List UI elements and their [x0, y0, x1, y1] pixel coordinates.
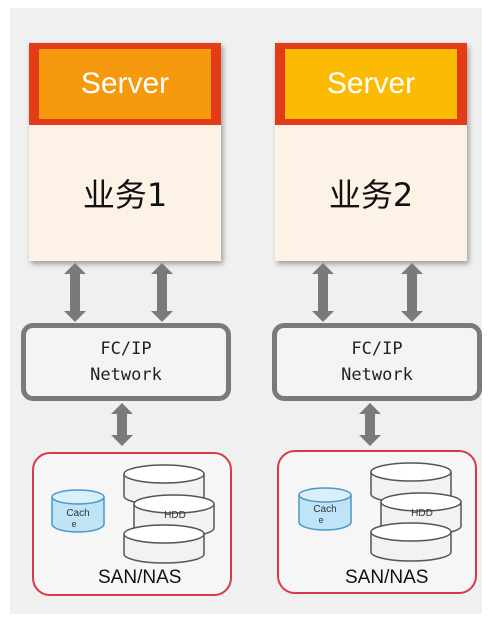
cache-icon	[51, 489, 105, 533]
service-label-2: 业务2	[328, 176, 414, 214]
hdd-icon	[370, 462, 462, 562]
network-label-line2-1: Network	[90, 365, 162, 385]
storage-label-2: SAN/NAS	[345, 567, 429, 588]
network-label-line2-2: Network	[341, 365, 413, 385]
server-header-2: Server	[275, 43, 467, 125]
server-box-2: Server 业务2	[275, 43, 467, 261]
hdd-stack-2: HDD	[365, 460, 465, 564]
network-box-1: FC/IP Network	[21, 323, 231, 401]
network-label-line1-2: FC/IP	[351, 339, 403, 359]
cache-cylinder-2: Cach e	[297, 486, 353, 532]
hdd-label-1: HDD	[164, 510, 186, 521]
network-box-2: FC/IP Network	[272, 323, 482, 401]
server-label-1: Server	[80, 67, 170, 100]
arrow-server1-network-a	[64, 263, 86, 322]
storage-label-1: SAN/NAS	[98, 567, 182, 588]
network-label-line1-1: FC/IP	[100, 339, 152, 359]
arrow-server2-network-a	[312, 263, 334, 322]
server-header-fill-1: Server	[39, 49, 211, 119]
cache-label-1b: e	[71, 519, 77, 529]
cache-label-1: Cach	[66, 508, 90, 519]
cache-icon	[298, 487, 352, 531]
cache-label-2b: e	[318, 515, 324, 525]
storage-box-2: Cach e HDD SAN/NAS	[277, 450, 477, 594]
server-header-1: Server	[29, 43, 221, 125]
cache-cylinder-1: Cach e	[50, 488, 106, 534]
server-box-1: Server 业务1	[29, 43, 221, 261]
storage-box-1: Cach e HDD SAN/NAS	[32, 452, 232, 596]
server-label-2: Server	[326, 67, 416, 100]
hdd-stack-1: HDD	[118, 462, 218, 566]
service-label-1: 业务1	[82, 176, 168, 214]
hdd-label-2: HDD	[411, 508, 433, 519]
arrow-server1-network-b	[151, 263, 173, 322]
arrow-server2-network-b	[401, 263, 423, 322]
arrow-network1-storage	[111, 403, 133, 446]
hdd-icon	[123, 464, 215, 564]
cache-label-2: Cach	[313, 504, 337, 515]
server-header-fill-2: Server	[285, 49, 457, 119]
arrow-network2-storage	[359, 403, 381, 446]
